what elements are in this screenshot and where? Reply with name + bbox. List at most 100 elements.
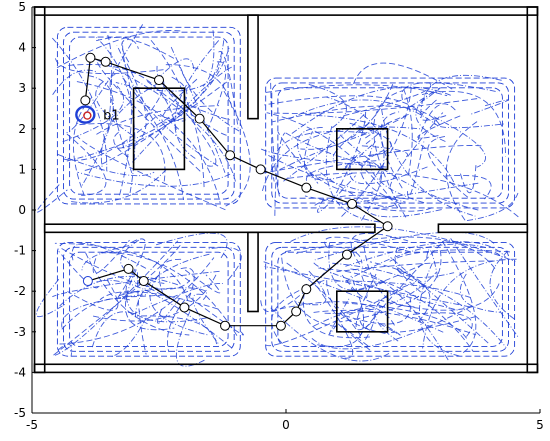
dashed-path xyxy=(122,40,225,148)
dashed-path xyxy=(409,87,441,108)
dashed-path xyxy=(369,261,431,322)
trajectory-point xyxy=(100,56,111,67)
dashed-path xyxy=(109,74,133,174)
dashed-path xyxy=(100,82,159,169)
trajectory-point xyxy=(80,95,91,106)
dashed-path xyxy=(270,82,280,197)
dashed-room-trace xyxy=(56,242,241,357)
dashed-path xyxy=(290,226,516,262)
dashed-room-trace xyxy=(63,31,235,200)
dashed-room-trace xyxy=(265,242,516,357)
dashed-room-trace xyxy=(56,26,241,205)
dashed-path xyxy=(190,297,244,336)
dashed-path xyxy=(331,109,367,202)
dashed-path xyxy=(76,81,221,204)
dashed-path xyxy=(313,262,459,311)
dashed-path xyxy=(283,112,366,182)
dashed-path xyxy=(374,282,415,342)
outer-wall-right xyxy=(526,6,539,374)
lower-divider xyxy=(247,231,259,313)
dashed-path xyxy=(52,69,96,96)
dashed-path xyxy=(308,84,347,129)
dashed-path xyxy=(95,58,236,182)
dashed-path xyxy=(57,153,155,177)
trajectory-point xyxy=(225,150,236,161)
dashed-path xyxy=(80,75,114,187)
dashed-path xyxy=(122,42,219,167)
dashed-path xyxy=(266,112,399,209)
dashed-paths xyxy=(35,24,519,367)
dashed-path xyxy=(295,270,327,306)
dashed-path xyxy=(394,247,455,278)
dashed-path xyxy=(340,83,432,117)
dashed-path xyxy=(367,209,442,218)
y-tick-label: -4 xyxy=(14,365,26,379)
dashed-path xyxy=(342,302,467,339)
dashed-path xyxy=(297,127,323,184)
dashed-path xyxy=(61,294,147,328)
trajectory-point xyxy=(85,52,96,63)
dashed-path xyxy=(113,130,129,158)
dashed-path xyxy=(66,64,177,130)
dashed-path xyxy=(277,131,374,194)
obstacle-top-left xyxy=(132,87,186,171)
trajectory-point xyxy=(275,320,286,331)
dashed-path xyxy=(149,274,210,336)
dashed-path xyxy=(300,84,394,150)
dashed-path xyxy=(54,242,189,301)
dashed-path xyxy=(359,316,475,333)
y-tick-label: 0 xyxy=(18,203,26,217)
dashed-path xyxy=(192,293,220,345)
dashed-path xyxy=(184,269,221,294)
dashed-path xyxy=(415,94,446,142)
dashed-path xyxy=(96,279,233,349)
trajectory xyxy=(75,52,393,331)
dashed-path xyxy=(311,305,473,350)
dashed-path xyxy=(264,95,423,116)
dashed-path xyxy=(131,283,223,316)
dashed-path xyxy=(417,103,457,141)
y-tick-label: 4 xyxy=(18,41,26,55)
dashed-path xyxy=(353,62,453,90)
y-tick-label: 3 xyxy=(18,81,26,95)
dashed-path xyxy=(325,126,382,223)
trajectory-point xyxy=(255,164,266,175)
dashed-path xyxy=(460,273,501,313)
annotations: b1 xyxy=(103,109,120,124)
dashed-path xyxy=(148,37,205,188)
wall-map xyxy=(33,6,539,374)
dashed-path xyxy=(348,268,449,361)
dashed-path xyxy=(262,126,423,192)
dashed-path xyxy=(36,184,68,213)
dashed-path xyxy=(332,262,507,348)
dashed-path xyxy=(156,65,231,121)
y-tick-label: -5 xyxy=(14,406,26,420)
dashed-path xyxy=(395,267,426,293)
dashed-path xyxy=(344,297,412,325)
dashed-path xyxy=(303,283,372,339)
dashed-path xyxy=(101,252,238,336)
dashed-path xyxy=(388,255,489,344)
dashed-path xyxy=(265,287,406,346)
dashed-path xyxy=(54,58,164,74)
belief-ring xyxy=(75,105,96,124)
dashed-path xyxy=(56,30,181,69)
y-tick-label: 1 xyxy=(18,162,26,176)
dashed-path xyxy=(111,317,147,357)
trajectory-point xyxy=(220,320,231,331)
dashed-path xyxy=(339,134,479,211)
dashed-room-trace xyxy=(271,246,509,352)
dashed-path xyxy=(466,192,519,221)
dashed-path xyxy=(218,50,239,129)
dashed-path xyxy=(77,171,231,187)
dashed-room-trace xyxy=(271,82,509,204)
y-tick-label: -2 xyxy=(14,284,26,298)
dashed-path xyxy=(314,282,354,359)
dashed-path xyxy=(125,285,211,323)
dashed-path xyxy=(118,61,147,149)
dashed-path xyxy=(272,105,441,126)
dashed-path xyxy=(420,74,502,120)
dashed-path xyxy=(59,257,215,345)
upper-divider xyxy=(247,14,259,120)
